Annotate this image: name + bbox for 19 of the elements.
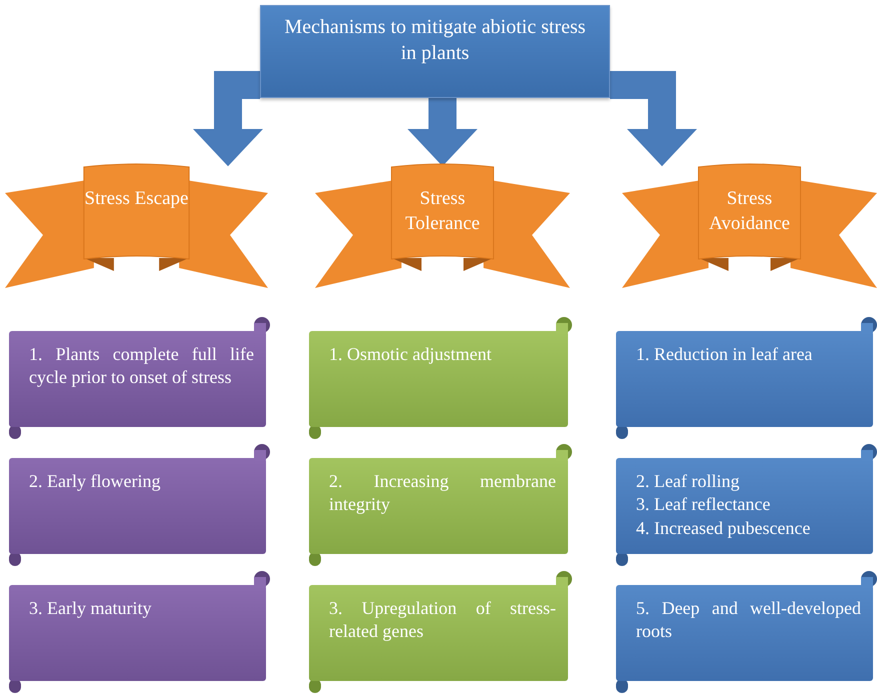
list-item-text: 4. Increased pubescence	[636, 516, 812, 540]
block-arrow	[193, 71, 263, 166]
list-item-text: 3. Early maturity	[29, 597, 152, 620]
list-item-text: 1. Osmotic adjustment	[329, 343, 492, 366]
category-label: Stress Avoidance	[708, 187, 791, 236]
list-item-text: 3. Upregulation of stress-related genes	[329, 597, 556, 644]
category-label: Stress Tolerance	[404, 187, 481, 236]
list-item-text: 1. Plants complete full life cycle prior to onset of stress	[29, 343, 254, 390]
list-item-text: 2. Leaf rolling	[636, 470, 740, 493]
category-label: Stress Escape	[84, 187, 190, 211]
list-item-text: 2. Increasing membrane integrity	[329, 470, 556, 516]
title-text: Mechanisms to mitigate abiotic stress in plants	[283, 15, 587, 66]
block-arrow	[408, 98, 478, 166]
list-item-text: 1. Reduction in leaf area	[636, 343, 814, 366]
list-item-text: 2. Early flowering	[29, 470, 162, 493]
list-item-text: 5. Deep and well-developed roots	[636, 597, 861, 644]
block-arrow	[610, 71, 697, 166]
list-item-text: 3. Leaf reflectance	[636, 493, 772, 516]
title-box	[260, 5, 610, 98]
